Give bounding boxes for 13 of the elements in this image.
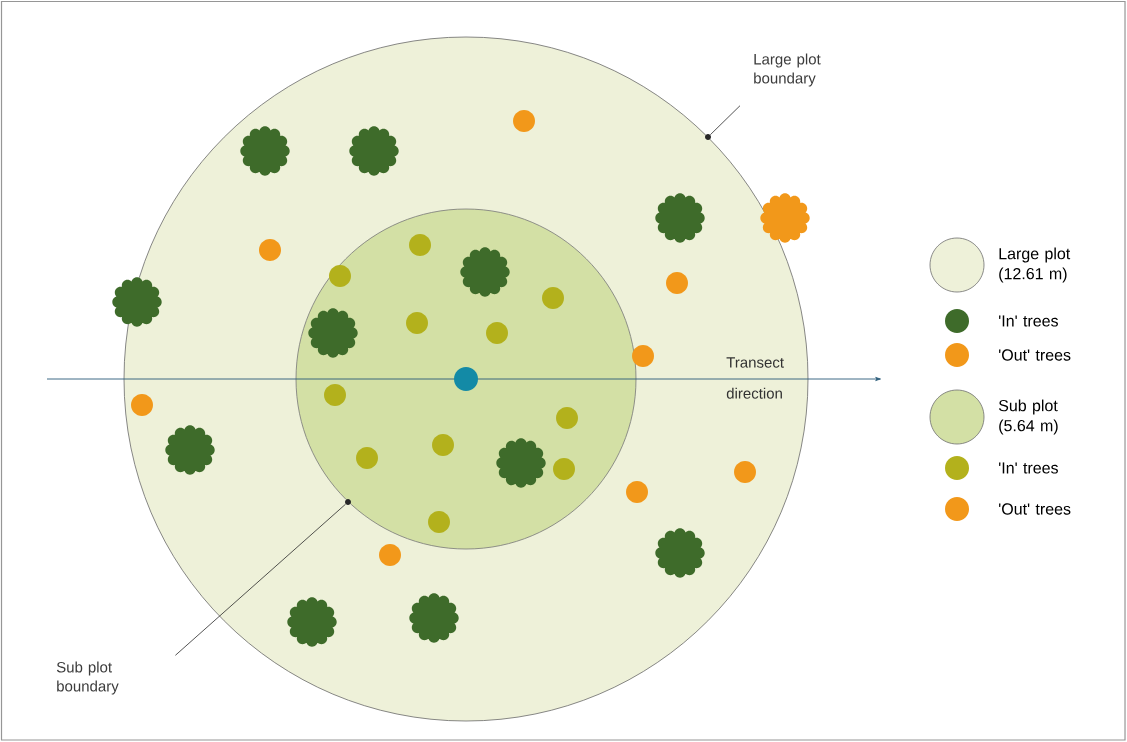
boundary-point (705, 134, 711, 140)
direction-label: Transect direction (726, 357, 784, 399)
legend-label: 'Out' trees (999, 349, 1071, 361)
boundary-point (345, 499, 351, 505)
legend-label: 'In' trees (999, 315, 1058, 327)
boundary-label: Sub plot boundary (56, 661, 119, 695)
leader-line (175, 503, 346, 656)
legend-label: 'In' trees (999, 462, 1058, 474)
legend-label: 'Out' trees (999, 503, 1071, 515)
legend-label: Large plot (12.61 m) (999, 247, 1071, 283)
legend-label: Sub plot (5.64 m) (998, 399, 1058, 435)
boundary-label: Large plot boundary (754, 53, 821, 87)
leader-line (709, 105, 741, 136)
